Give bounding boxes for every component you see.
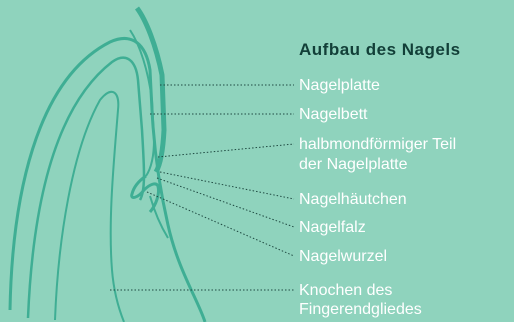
label-nagelbett: Nagelbett — [299, 105, 368, 124]
inner-contour — [28, 58, 144, 318]
leader-nagelhaeutchen — [160, 172, 294, 199]
label-nagelwurzel: Nagelwurzel — [299, 247, 387, 266]
label-nagelfalz: Nagelfalz — [299, 218, 366, 237]
label-knochen-line1: Knochen des — [299, 281, 392, 300]
leader-halbmond — [158, 144, 294, 157]
diagram-title: Aufbau des Nagels — [299, 40, 461, 60]
label-halbmond-line2: der Nagelplatte — [299, 155, 408, 174]
label-nagelplatte: Nagelplatte — [299, 76, 380, 95]
finger-outline — [10, 38, 205, 322]
leader-lines — [110, 85, 294, 290]
label-nagelhaeutchen: Nagelhäutchen — [299, 190, 407, 209]
label-halbmond-line1: halbmondförmiger Teil — [299, 135, 456, 154]
label-knochen-line2: Fingerendgliedes — [299, 300, 422, 319]
